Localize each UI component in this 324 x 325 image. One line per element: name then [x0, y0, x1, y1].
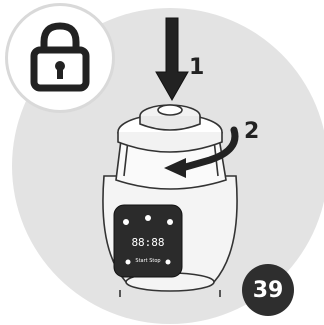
- padlock-icon: [8, 6, 112, 110]
- lock-badge: [8, 6, 112, 110]
- control-panel: 88:88 Start Stop: [114, 205, 182, 277]
- panel-button-right: [166, 260, 171, 265]
- step-2-label: 2: [244, 119, 259, 144]
- step-1-label: 1: [189, 55, 204, 80]
- panel-button-plus: [167, 219, 173, 225]
- panel-display: 88:88: [131, 236, 164, 249]
- panel-button-center: [145, 215, 151, 221]
- panel-start-stop: Start Stop: [135, 258, 160, 264]
- panel-button-left: [126, 260, 131, 265]
- page-number-badge: 39: [242, 264, 294, 316]
- panel-button-minus: [123, 219, 129, 225]
